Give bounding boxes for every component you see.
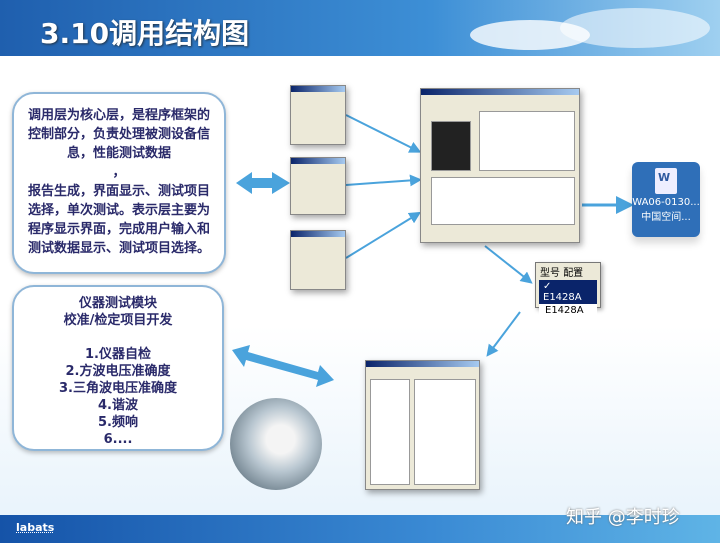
footer-band xyxy=(0,515,720,543)
dialog-screenshot xyxy=(290,157,346,215)
file-name: WA06-0130... xyxy=(632,197,700,208)
module-line: 校准/检定项目开发 xyxy=(63,313,173,328)
watermark: 知乎 @李时珍 xyxy=(566,507,680,528)
header-band xyxy=(0,0,720,56)
word-file-icon xyxy=(655,168,677,194)
dropdown-selected-option[interactable]: ✓ E1428A xyxy=(539,280,597,304)
module-line: 4.谐波 xyxy=(98,398,138,413)
file-name: 中国空间... xyxy=(641,212,691,223)
call-layer-description-box: 调用层为核心层，是程序框架的控制部分，负责处理被测设备信息，性能测试数据 ， 报… xyxy=(12,92,226,274)
instrument-module-box: 仪器测试模块 校准/检定项目开发 1.仪器自检 2.方波电压准确度 3.三角波电… xyxy=(12,285,224,451)
connector-arrow xyxy=(345,211,422,259)
company-logo: labats xyxy=(16,521,55,534)
page-title: 3.10调用结构图 xyxy=(40,17,250,50)
module-line: 6.... xyxy=(103,432,133,447)
module-line: 2.方波电压准确度 xyxy=(65,364,171,379)
connector-arrow xyxy=(345,114,422,153)
dialog-screenshot xyxy=(290,230,346,290)
double-arrow-icon xyxy=(232,345,334,387)
double-arrow-icon xyxy=(236,172,290,194)
connector-arrow xyxy=(345,174,422,187)
model-dropdown[interactable]: 型号 配置 ✓ E1428A E1428A xyxy=(535,262,601,317)
connector-arrow xyxy=(484,245,533,284)
word-document-icon[interactable]: WA06-0130... 中国空间... xyxy=(632,162,700,237)
module-line: 5.频响 xyxy=(98,415,138,430)
explorer-window-screenshot xyxy=(365,360,480,490)
module-line: 仪器测试模块 xyxy=(78,296,157,311)
column-header: 型号 xyxy=(540,268,560,279)
module-line: 3.三角波电压准确度 xyxy=(59,381,177,396)
dialog-screenshot xyxy=(290,85,346,145)
column-header: 配置 xyxy=(563,268,584,279)
lab-photo xyxy=(230,398,322,490)
call-layer-text: 调用层为核心层，是程序框架的控制部分，负责处理被测设备信息，性能测试数据 ， 报… xyxy=(27,108,210,256)
main-window-screenshot xyxy=(420,88,580,243)
module-line: 1.仪器自检 xyxy=(85,347,151,362)
dropdown-option[interactable]: E1428A xyxy=(539,304,597,317)
connector-arrow xyxy=(486,311,521,357)
